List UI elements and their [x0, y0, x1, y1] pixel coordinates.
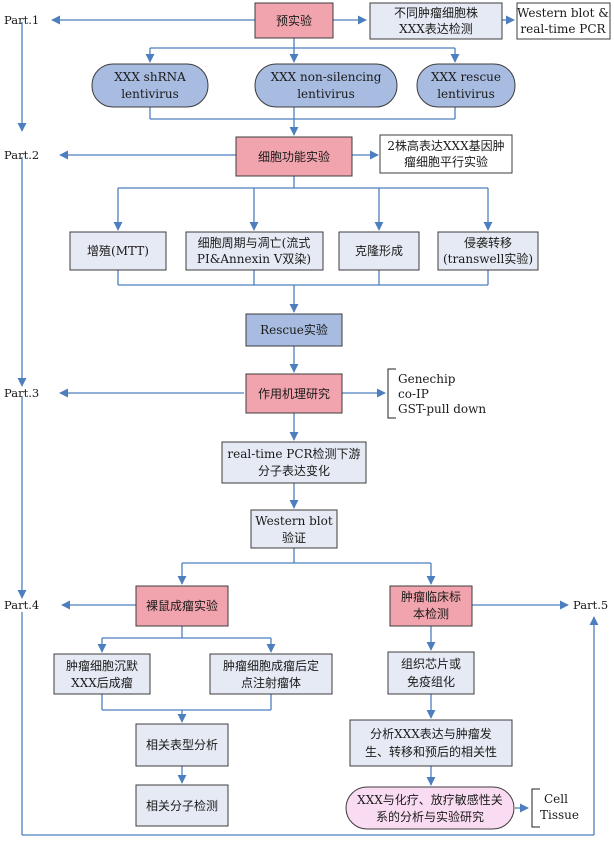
- node-label: 侵袭转移: [464, 235, 512, 250]
- node-label: real-time PCR检测下游: [227, 446, 360, 461]
- node-invasion: 侵袭转移 (transwell实验): [437, 231, 539, 271]
- part-label-3: Part.3: [4, 386, 39, 400]
- node-label: 作用机理研究: [258, 386, 330, 401]
- node-mechanism-methods: Genechip co-IP GST-pull down: [398, 372, 486, 416]
- node-label: 分子表达变化: [258, 463, 330, 478]
- part-label-1: Part.1: [4, 13, 39, 27]
- node-cell-tissue: Cell Tissue: [540, 792, 579, 822]
- node-label: XXX rescue: [431, 70, 501, 84]
- node-label: XXX non-silencing: [271, 70, 382, 84]
- node-tumor-silencing: 肿瘤细胞沉默 XXX后成瘤: [53, 653, 151, 695]
- node-phenotype: 相关表型分析: [135, 723, 229, 767]
- node-label: 肿瘤临床标: [401, 589, 461, 604]
- node-label: 增殖(MTT): [87, 243, 149, 258]
- node-label: Western blot &: [517, 6, 609, 20]
- node-label: Western blot: [255, 514, 333, 528]
- part-label-2: Part.2: [4, 148, 39, 162]
- node-mechanism: 作用机理研究: [245, 373, 343, 414]
- node-clone-formation: 克隆形成: [338, 231, 420, 271]
- node-cell-lines: 不同肿瘤细胞株 XXX表达检测: [369, 2, 503, 40]
- part-label-4: Part.4: [4, 598, 39, 612]
- node-label: 2株高表达XXX基因肿: [387, 138, 504, 153]
- node-label: XXX表达检测: [399, 21, 473, 36]
- node-label: Cell: [544, 792, 568, 806]
- node-detection-methods: Western blot & real-time PCR: [516, 2, 611, 40]
- node-label: 系的分析与实验研究: [376, 809, 484, 824]
- node-western-verify: Western blot 验证: [250, 509, 338, 549]
- node-label: co-IP: [398, 387, 429, 401]
- node-label: 点注射瘤体: [241, 675, 301, 690]
- node-label: 分析XXX表达与肿瘤发: [370, 726, 492, 741]
- node-high-expression-lines: 2株高表达XXX基因肿 瘤细胞平行实验: [379, 134, 513, 174]
- node-label: Rescue实验: [260, 322, 328, 337]
- node-lentivirus-shrna: XXX shRNA lentivirus: [91, 63, 209, 108]
- node-downstream-pcr: real-time PCR检测下游 分子表达变化: [221, 441, 367, 484]
- node-label: real-time PCR: [520, 22, 606, 36]
- node-label: XXX后成瘤: [71, 675, 133, 690]
- node-label: 免疫组化: [407, 674, 455, 689]
- node-tissue-array: 组织芯片或 免疫组化: [387, 651, 475, 695]
- node-label: 相关分子检测: [146, 798, 218, 813]
- part-label-5: Part.5: [573, 598, 608, 612]
- node-cell-function: 细胞功能实验: [235, 136, 353, 177]
- node-label: 肿瘤细胞沉默: [66, 658, 138, 673]
- node-correlation: 分析XXX表达与肿瘤发 生、转移和预后的相关性: [349, 719, 513, 767]
- node-rescue: Rescue实验: [245, 313, 343, 347]
- node-label: 生、转移和预后的相关性: [365, 744, 497, 759]
- node-label: 瘤细胞平行实验: [404, 154, 488, 169]
- node-label: XXX shRNA: [114, 70, 186, 84]
- node-label: (transwell实验): [443, 251, 533, 266]
- node-label: 细胞功能实验: [258, 149, 330, 164]
- node-label: 验证: [282, 530, 306, 545]
- node-label: 裸鼠成瘤实验: [146, 598, 218, 613]
- node-label: Genechip: [398, 372, 456, 386]
- node-proliferation: 增殖(MTT): [69, 231, 167, 271]
- node-label: GST-pull down: [398, 402, 486, 416]
- node-lentivirus-nonsilencing: XXX non-silencing lentivirus: [254, 63, 398, 108]
- node-label: 预实验: [276, 13, 312, 28]
- mechanism-bracket: [387, 368, 396, 419]
- node-cell-cycle: 细胞周期与凋亡(流式 PI&Annexin V双染): [185, 231, 324, 271]
- node-label: Tissue: [540, 808, 579, 822]
- node-label: 肿瘤细胞成瘤后定: [223, 658, 319, 673]
- node-label: 相关表型分析: [146, 738, 218, 752]
- cell-tissue-bracket: [531, 788, 540, 828]
- node-tumor-injection: 肿瘤细胞成瘤后定 点注射瘤体: [209, 653, 333, 695]
- node-label: 细胞周期与凋亡(流式: [198, 236, 311, 250]
- node-label: lentivirus: [121, 87, 179, 101]
- node-label: PI&Annexin V双染): [197, 251, 311, 266]
- node-nude-mouse: 裸鼠成瘤实验: [135, 585, 229, 627]
- node-label: lentivirus: [297, 87, 355, 101]
- node-label: 克隆形成: [355, 243, 403, 258]
- node-label: 组织芯片或: [401, 657, 461, 671]
- node-clinical-samples: 肿瘤临床标 本检测: [389, 585, 473, 627]
- node-label: XXX与化疗、放疗敏感性关: [357, 792, 503, 807]
- node-pre-experiment: 预实验: [254, 2, 334, 39]
- node-chemo-radio: XXX与化疗、放疗敏感性关 系的分析与实验研究: [345, 786, 515, 830]
- connectors: [17, 15, 599, 836]
- node-lentivirus-rescue: XXX rescue lentivirus: [416, 63, 516, 108]
- node-label: 不同肿瘤细胞株: [394, 5, 478, 20]
- node-molecular-detection: 相关分子检测: [135, 784, 229, 827]
- node-label: lentivirus: [437, 87, 495, 101]
- node-label: 本检测: [413, 606, 449, 621]
